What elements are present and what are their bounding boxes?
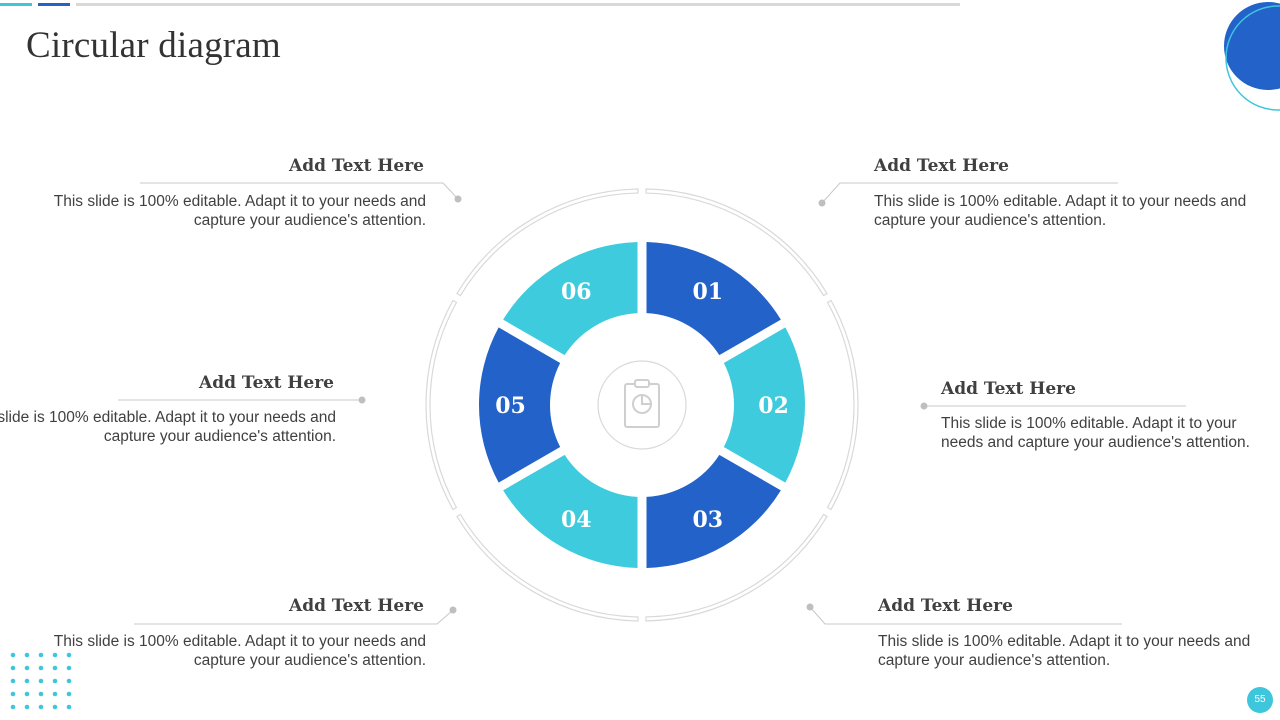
callout-body-bottom-left: This slide is 100% editable. Adapt it to… xyxy=(53,633,426,669)
outer-ring-arc xyxy=(425,299,458,511)
callout-body-top-right: This slide is 100% editable. Adapt it to… xyxy=(874,193,1247,229)
dot-grid-decoration xyxy=(10,652,72,710)
connector-top-right xyxy=(821,182,1118,204)
center-hub xyxy=(551,314,733,496)
callout-heading-bottom-left: Add Text Here xyxy=(289,596,424,616)
decor-dot xyxy=(24,652,30,658)
segment-label-01: 01 xyxy=(692,279,723,305)
callout-body-bottom-right: This slide is 100% editable. Adapt it to… xyxy=(878,633,1251,669)
connector-dot xyxy=(449,606,457,614)
decor-dot xyxy=(24,665,30,671)
decor-dot xyxy=(10,691,16,697)
segment-04 xyxy=(503,454,638,568)
outer-ring-arc xyxy=(456,188,639,297)
decor-dot xyxy=(52,678,58,684)
decor-dot xyxy=(38,665,44,671)
callout-heading-bottom-right: Add Text Here xyxy=(878,596,1013,616)
decor-dot xyxy=(24,704,30,710)
decor-dot xyxy=(38,691,44,697)
callout-heading-top-left: Add Text Here xyxy=(289,156,424,176)
callout-body-mid-left: This slide is 100% editable. Adapt it to… xyxy=(0,409,336,445)
decor-dot xyxy=(38,704,44,710)
decor-dot xyxy=(66,652,72,658)
segment-03 xyxy=(646,454,781,568)
connector-bottom-right xyxy=(809,606,1122,625)
decor-dot xyxy=(10,704,16,710)
page-title: Circular diagram xyxy=(26,25,281,66)
segment-06 xyxy=(503,242,638,356)
connector-dot xyxy=(818,199,826,207)
callout-body-top-left: This slide is 100% editable. Adapt it to… xyxy=(53,193,426,229)
top-accent-line-1 xyxy=(0,3,32,6)
decor-dot xyxy=(52,704,58,710)
outer-ring-arc xyxy=(645,188,828,297)
segment-01 xyxy=(646,242,781,356)
corner-decoration xyxy=(1220,0,1280,115)
decor-dot xyxy=(38,652,44,658)
decor-dot xyxy=(66,678,72,684)
decor-dot xyxy=(10,665,16,671)
callout-heading-top-right: Add Text Here xyxy=(874,156,1009,176)
connector-dot xyxy=(806,603,814,611)
segment-label-02: 02 xyxy=(758,393,789,419)
segment-02 xyxy=(723,327,805,483)
outer-ring-arc xyxy=(645,513,828,622)
decor-dot xyxy=(24,691,30,697)
callout-heading-mid-right: Add Text Here xyxy=(941,379,1076,399)
decor-dot xyxy=(10,678,16,684)
callout-heading-mid-left: Add Text Here xyxy=(199,373,334,393)
segment-label-05: 05 xyxy=(495,393,526,419)
top-divider-line xyxy=(76,3,960,6)
decor-dot xyxy=(66,704,72,710)
connector-dot xyxy=(920,402,928,410)
outer-ring-arc xyxy=(826,299,859,511)
decor-dot xyxy=(52,652,58,658)
segment-label-03: 03 xyxy=(692,507,723,533)
callout-body-mid-right: This slide is 100% editable. Adapt it to… xyxy=(941,415,1250,451)
page-number: 55 xyxy=(1247,687,1273,713)
clipboard-pie-chart-icon xyxy=(624,379,660,428)
decor-dot xyxy=(38,678,44,684)
decor-dot xyxy=(66,665,72,671)
outer-ring-arc xyxy=(456,513,639,622)
connector-bottom-left xyxy=(134,609,454,625)
decor-dot xyxy=(66,691,72,697)
segment-label-04: 04 xyxy=(561,507,592,533)
decor-dot xyxy=(10,652,16,658)
segment-label-06: 06 xyxy=(561,279,592,305)
decor-dot xyxy=(52,665,58,671)
connector-dot xyxy=(454,195,462,203)
decor-dot xyxy=(24,678,30,684)
segment-05 xyxy=(479,327,561,483)
decor-dot xyxy=(52,691,58,697)
connector-dot xyxy=(358,396,366,404)
top-accent-line-2 xyxy=(38,3,70,6)
connector-top-left xyxy=(140,182,459,200)
